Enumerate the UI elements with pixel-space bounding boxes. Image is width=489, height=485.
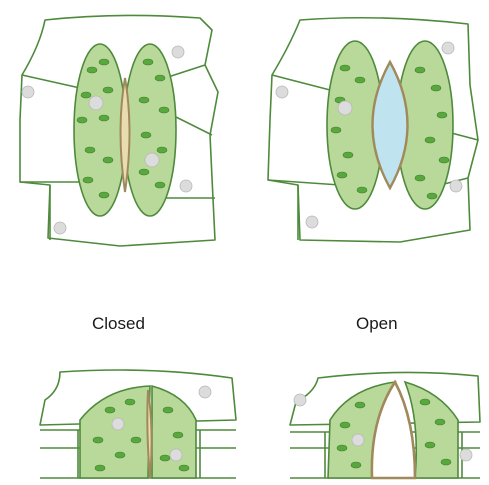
closed-stoma-cross-section [40,370,236,478]
open-stoma-surface-view [268,18,478,242]
open-stoma-cross-section [290,372,480,478]
guard-cell-right [124,44,176,216]
stomatal-pore [121,78,130,192]
closed-stoma-surface-view [20,15,218,246]
guard-cell-left [74,44,126,216]
open-label: Open [356,314,398,334]
closed-label: Closed [92,314,145,334]
